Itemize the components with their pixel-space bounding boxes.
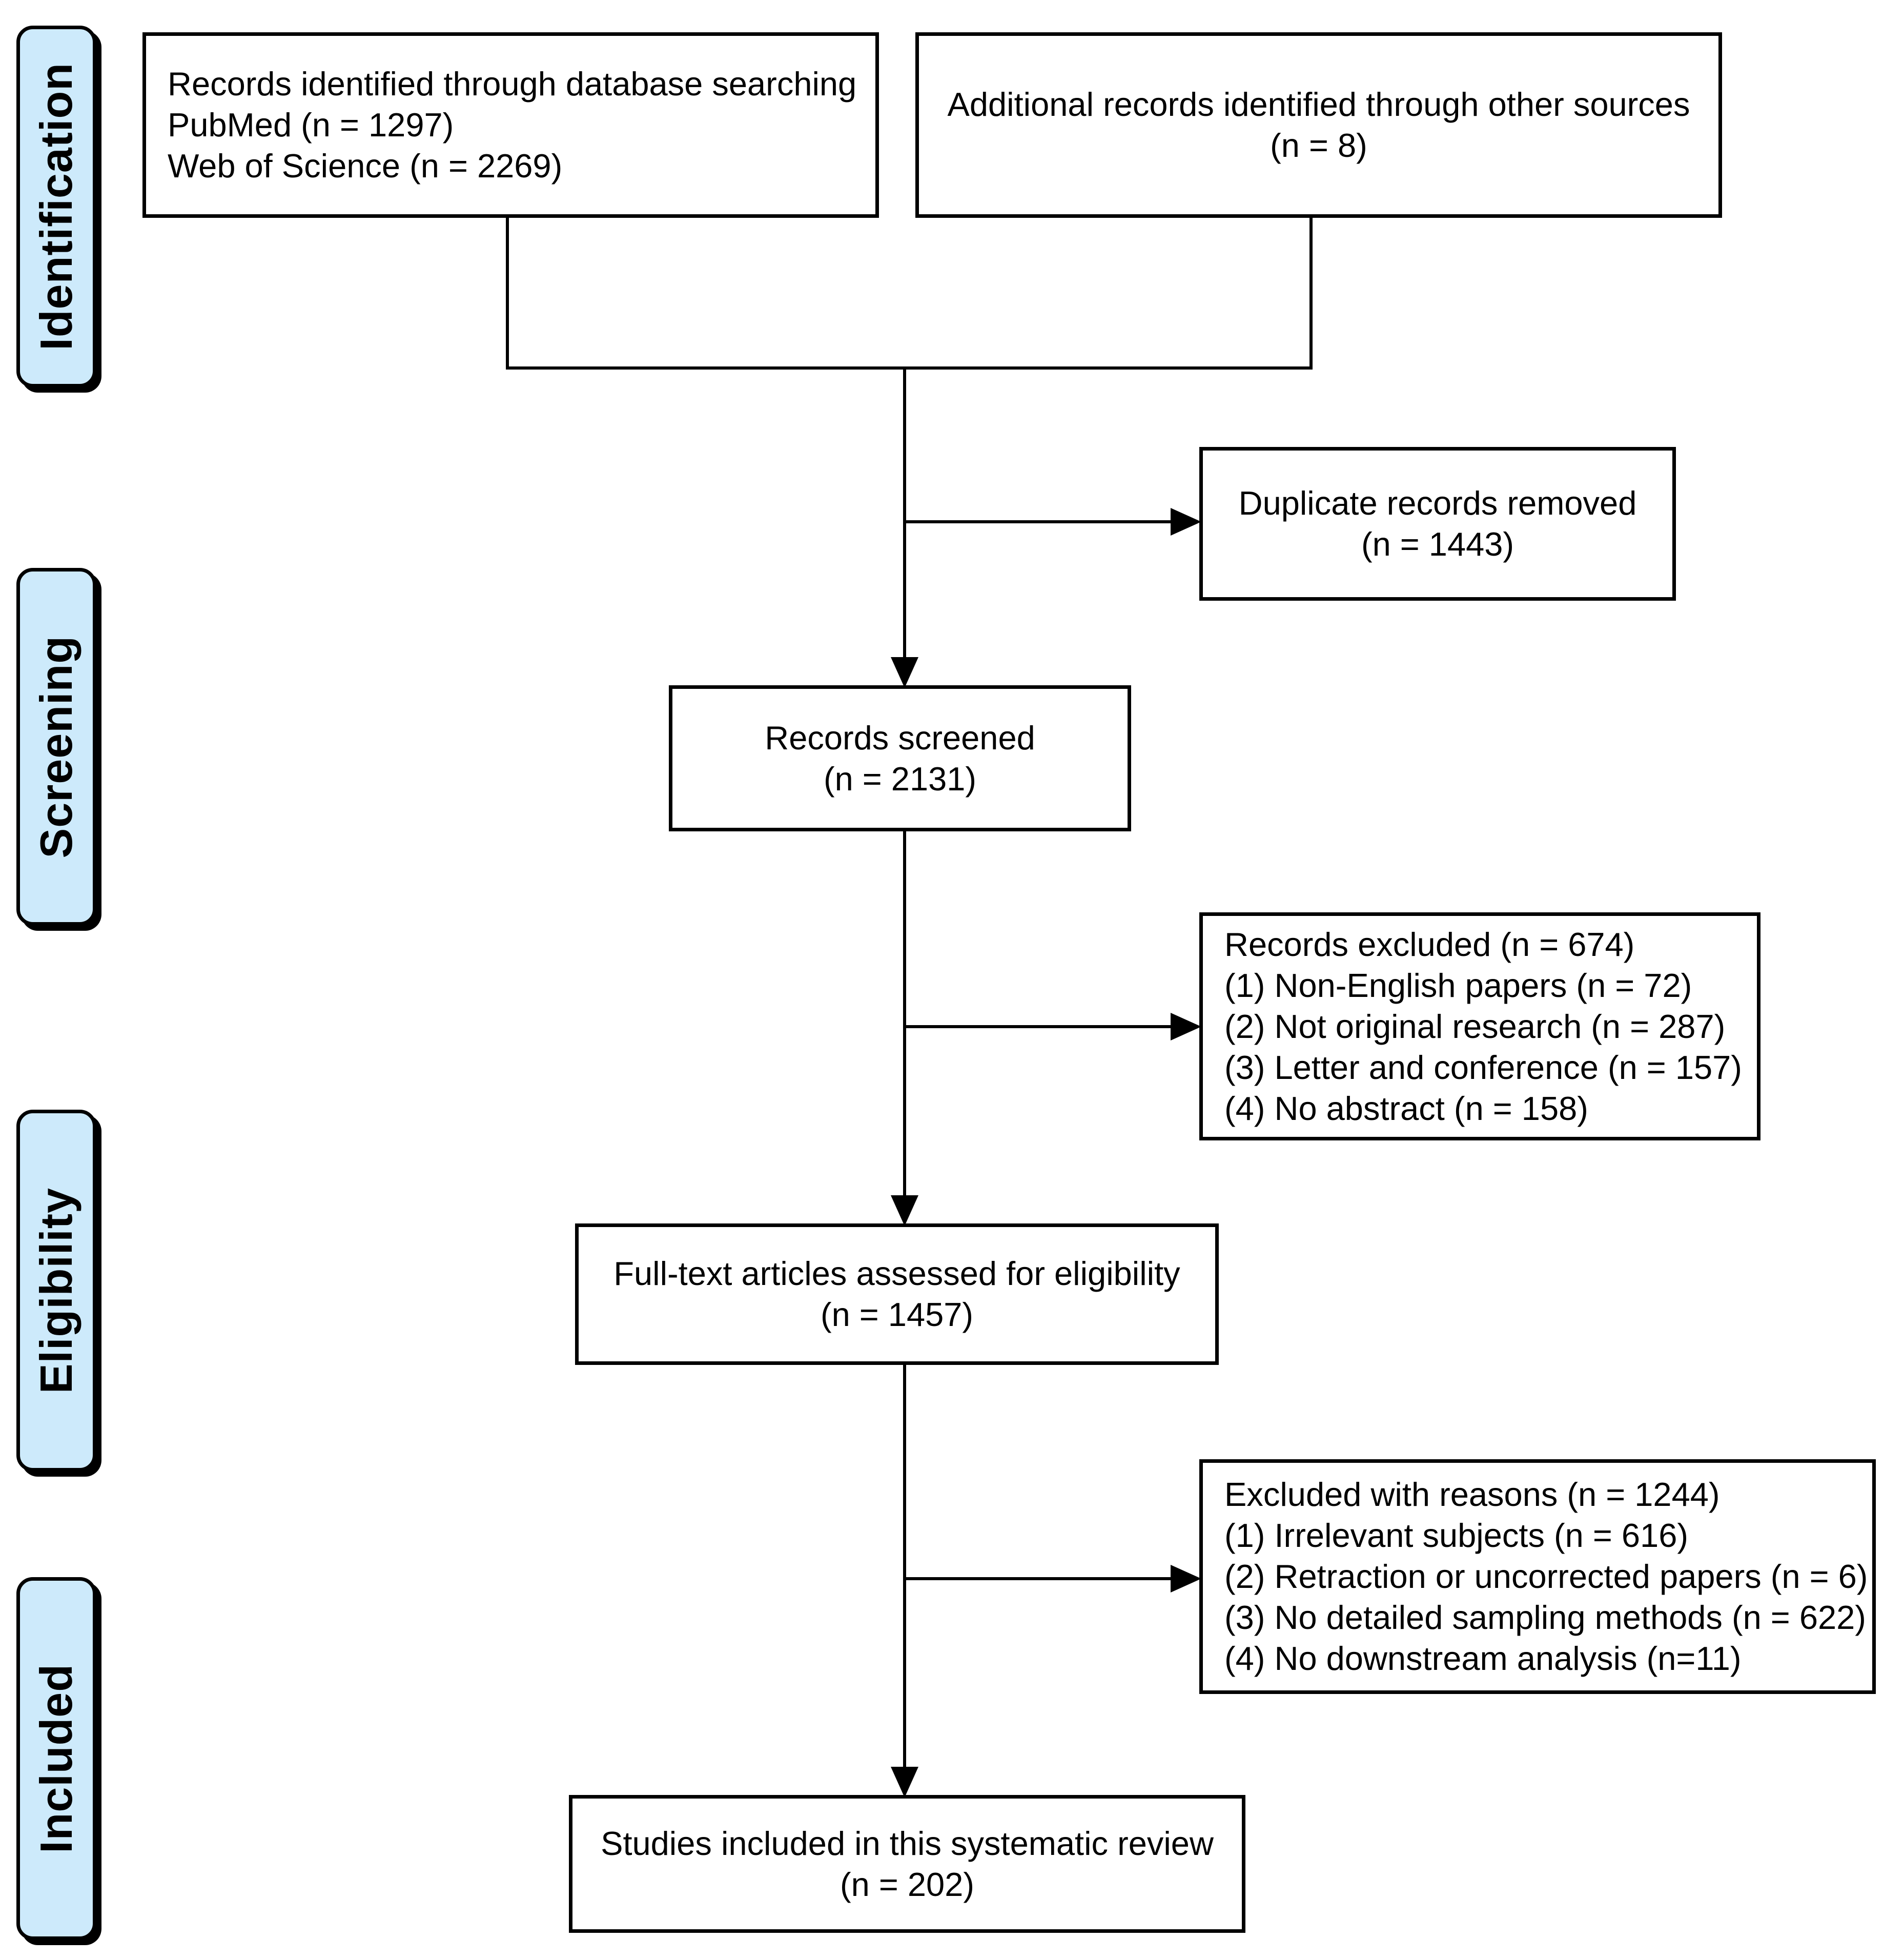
box-records-screened: Records screened (n = 2131): [669, 685, 1131, 831]
box-records-identified: Records identified through database sear…: [142, 32, 879, 218]
arrowhead-studies-included: [891, 1767, 918, 1798]
arrowhead-excluded-with-reasons: [1171, 1565, 1201, 1592]
box-records-identified-text: Records identified through database sear…: [168, 65, 857, 185]
stage-label-included: Included: [16, 1577, 96, 1940]
arrowhead-fulltext: [891, 1195, 918, 1226]
box-records-excluded: Records excluded (n = 674) (1) Non-Engli…: [1199, 912, 1760, 1140]
stage-label-screening-text: Screening: [31, 635, 81, 859]
stage-label-identification: Identification: [16, 26, 96, 387]
box-excluded-with-reasons-text: Excluded with reasons (n = 1244) (1) Irr…: [1224, 1476, 1868, 1677]
box-records-excluded-text: Records excluded (n = 674) (1) Non-Engli…: [1224, 925, 1742, 1127]
box-excluded-with-reasons: Excluded with reasons (n = 1244) (1) Irr…: [1199, 1459, 1876, 1694]
stage-label-eligibility-text: Eligibility: [31, 1187, 81, 1394]
box-studies-included: Studies included in this systematic revi…: [569, 1795, 1245, 1933]
stage-label-eligibility: Eligibility: [16, 1110, 96, 1472]
box-additional-records-text: Additional records identified through ot…: [947, 86, 1690, 164]
box-fulltext-assessed-text: Full-text articles assessed for eligibil…: [613, 1255, 1180, 1333]
box-records-screened-text: Records screened (n = 2131): [765, 719, 1035, 798]
stage-label-included-text: Included: [31, 1664, 81, 1853]
box-duplicates-removed: Duplicate records removed (n = 1443): [1199, 447, 1676, 601]
stage-label-screening: Screening: [16, 568, 96, 926]
box-studies-included-text: Studies included in this systematic revi…: [601, 1824, 1214, 1903]
stage-label-identification-text: Identification: [31, 63, 81, 351]
box-additional-records: Additional records identified through ot…: [915, 32, 1722, 218]
box-duplicates-removed-text: Duplicate records removed (n = 1443): [1238, 484, 1637, 563]
arrowhead-records-screened: [891, 657, 918, 688]
box-fulltext-assessed: Full-text articles assessed for eligibil…: [575, 1223, 1219, 1365]
arrowhead-duplicates-removed: [1171, 508, 1201, 536]
arrowhead-records-excluded: [1171, 1013, 1201, 1040]
